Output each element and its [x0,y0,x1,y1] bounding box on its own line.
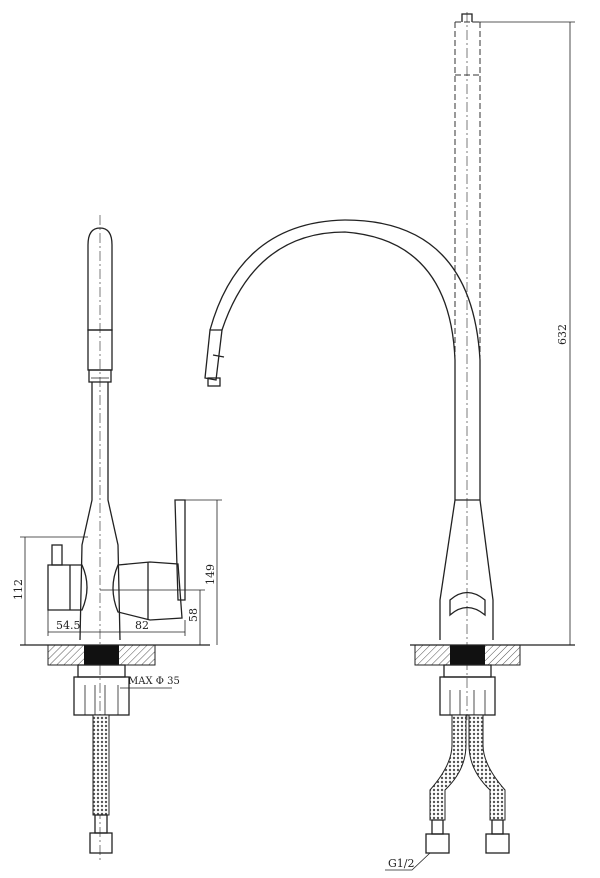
dim-58: 58 [187,608,200,622]
front-view: 632 G1/2 [204,12,575,871]
dim-mount-hole: MAX Φ 35 [128,676,180,687]
dim-54-5: 54.5 [56,619,81,632]
dim-82: 82 [135,619,149,632]
dim-g1-2: G1/2 [388,857,415,870]
dim-112: 112 [12,579,25,600]
dim-632: 632 [556,324,569,345]
side-view: 112 149 58 54.5 82 MAX Φ 35 [12,215,222,860]
dim-149: 149 [204,564,217,585]
